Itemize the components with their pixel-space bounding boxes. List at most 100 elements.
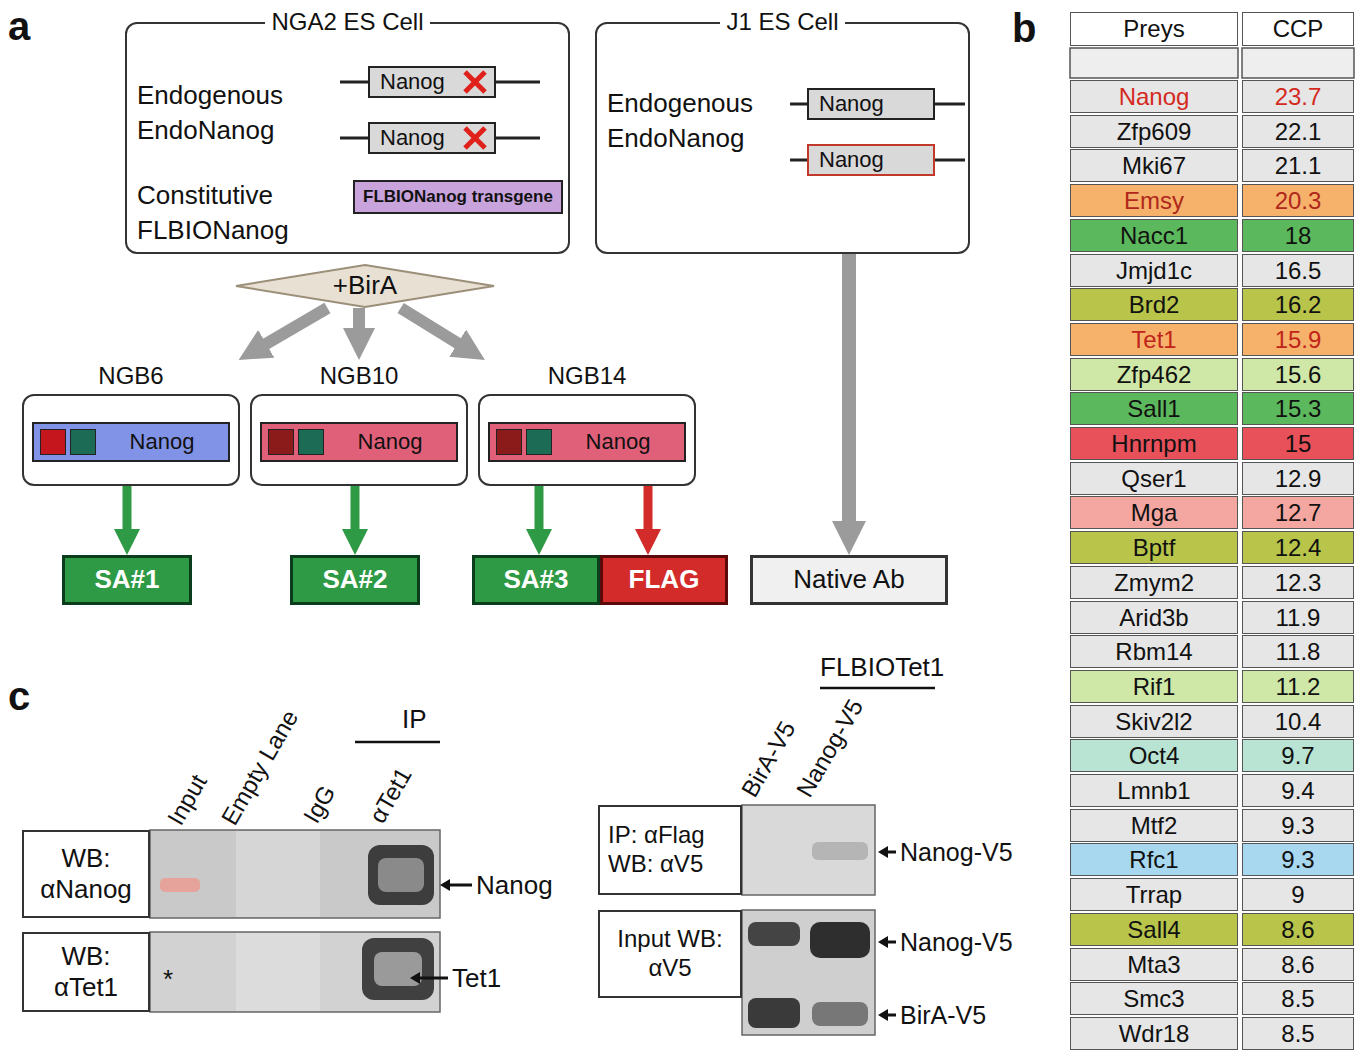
- tagged-gene-box: Nanog: [32, 422, 230, 462]
- transgene-box: FLBIONanog transgene: [353, 180, 563, 214]
- box-text: SA#1: [94, 564, 159, 595]
- text-holder: NGB10: [250, 360, 468, 392]
- table-cell: 16.2: [1242, 288, 1354, 321]
- lane-label: BirA-V5: [735, 716, 801, 802]
- box-heading: NGA2 ES Cell: [265, 8, 429, 35]
- table-cell: 10.4: [1242, 705, 1354, 738]
- table-cell-empty: [1070, 48, 1238, 78]
- table-cell: 8.6: [1242, 948, 1354, 981]
- band-label: Nanog-V5: [900, 927, 1013, 957]
- blot-label-box: WB: αTet1: [22, 932, 150, 1012]
- box-text: Input WB: αV5: [606, 925, 734, 983]
- band-pointer-head: [440, 879, 450, 891]
- blot-lane: [236, 933, 320, 1011]
- band-pointer-head: [878, 936, 888, 948]
- box-text: Nanog: [380, 69, 445, 95]
- table-cell: 16.5: [1242, 254, 1354, 287]
- band-pointer-head: [878, 846, 888, 858]
- tag-segment: [526, 429, 552, 455]
- table-cell: Nacc1: [1070, 219, 1238, 252]
- blot-band: [748, 998, 800, 1028]
- process-arrow: [535, 486, 544, 537]
- lane-label: αTet1: [363, 762, 418, 828]
- table-cell: Nanog: [1070, 80, 1238, 113]
- blot-band: [748, 922, 800, 946]
- tag-segment: [268, 429, 294, 455]
- blot-label-box: Input WB: αV5: [598, 910, 742, 998]
- box-heading: NGB14: [542, 362, 633, 389]
- table-cell: 8.5: [1242, 982, 1354, 1015]
- clone-box: NGB10Nanog: [250, 360, 468, 486]
- clone-box: NGB14Nanog: [478, 360, 696, 486]
- table-cell: Trrap: [1070, 878, 1238, 911]
- blot-panel: [742, 805, 875, 895]
- box-text: Endogenous EndoNanog: [607, 88, 753, 153]
- blot-band: [374, 952, 422, 986]
- table-cell: 12.7: [1242, 496, 1354, 529]
- process-arrow: [123, 486, 132, 537]
- process-arrow: [351, 486, 360, 537]
- text-holder: Endogenous EndoNanog: [607, 86, 797, 156]
- band-pointer: [448, 884, 472, 887]
- bait-underline: [820, 687, 935, 690]
- text-holder: NGB14: [478, 360, 696, 392]
- left-blot: [150, 742, 472, 1012]
- deletion-cross: [462, 69, 488, 95]
- table-cell: 22.1: [1242, 115, 1354, 148]
- gene-box: Nanog: [368, 122, 496, 154]
- panel-letter: c: [8, 672, 30, 720]
- table-cell: Qser1: [1070, 462, 1238, 495]
- blot-band: [810, 922, 870, 958]
- box-text: FLBIONanog transgene: [363, 187, 553, 207]
- band-label: Nanog-V5: [900, 837, 1013, 867]
- table-cell: Rbm14: [1070, 635, 1238, 668]
- antibody-box: FLAG: [600, 555, 728, 605]
- box-heading: NGB10: [314, 362, 405, 389]
- table-cell: Mta3: [1070, 948, 1238, 981]
- table-cell: Smc3: [1070, 982, 1238, 1015]
- box-text: FLAG: [629, 564, 700, 595]
- box-heading: NGB6: [92, 362, 169, 389]
- table-cell: Hnrnpm: [1070, 427, 1238, 460]
- band-label: BirA-V5: [900, 1000, 986, 1030]
- table-cell: 11.2: [1242, 670, 1354, 703]
- text-holder: NGA2 ES Cell: [125, 8, 570, 36]
- table-cell: 12.3: [1242, 566, 1354, 599]
- table-header: Preys: [1070, 12, 1238, 46]
- tag-segment: [298, 429, 324, 455]
- process-arrow: [258, 308, 327, 349]
- text-holder: NGB6: [22, 360, 240, 392]
- table-cell: 9.3: [1242, 843, 1354, 876]
- decision-diamond: +BirA: [235, 264, 495, 308]
- table-cell: Arid3b: [1070, 601, 1238, 634]
- table-cell: 9: [1242, 878, 1354, 911]
- blot-band: [812, 1002, 868, 1026]
- band-pointer: [418, 977, 448, 980]
- cell-box: NGA2 ES CellEndogenous EndoNanogConstitu…: [125, 8, 570, 254]
- deletion-cross: [462, 125, 488, 151]
- table-header: CCP: [1242, 12, 1354, 46]
- box-text: SA#3: [503, 564, 568, 595]
- bait-label: FLBIOTet1: [820, 652, 944, 683]
- blot-band: [368, 845, 434, 905]
- clone-box: NGB6Nanog: [22, 360, 240, 486]
- ip-bracket: [355, 741, 440, 744]
- table-cell: 9.4: [1242, 774, 1354, 807]
- band-pointer-head: [410, 972, 420, 984]
- box-text: Nanog: [358, 429, 423, 455]
- table-cell: Rfc1: [1070, 843, 1238, 876]
- table-cell: Jmjd1c: [1070, 254, 1238, 287]
- cross-stroke: [465, 72, 485, 92]
- table-cell: 23.7: [1242, 80, 1354, 113]
- blot-lane: [236, 831, 320, 917]
- blot-band: [362, 938, 434, 1000]
- table-cell: Bptf: [1070, 531, 1238, 564]
- process-arrow: [353, 308, 365, 338]
- box-text: +BirA: [333, 270, 397, 301]
- box-text: SA#2: [322, 564, 387, 595]
- gene-box: Nanog: [368, 66, 496, 98]
- band-label: Nanog: [476, 870, 553, 901]
- antibody-box: SA#1: [62, 555, 192, 605]
- table-cell: Mga: [1070, 496, 1238, 529]
